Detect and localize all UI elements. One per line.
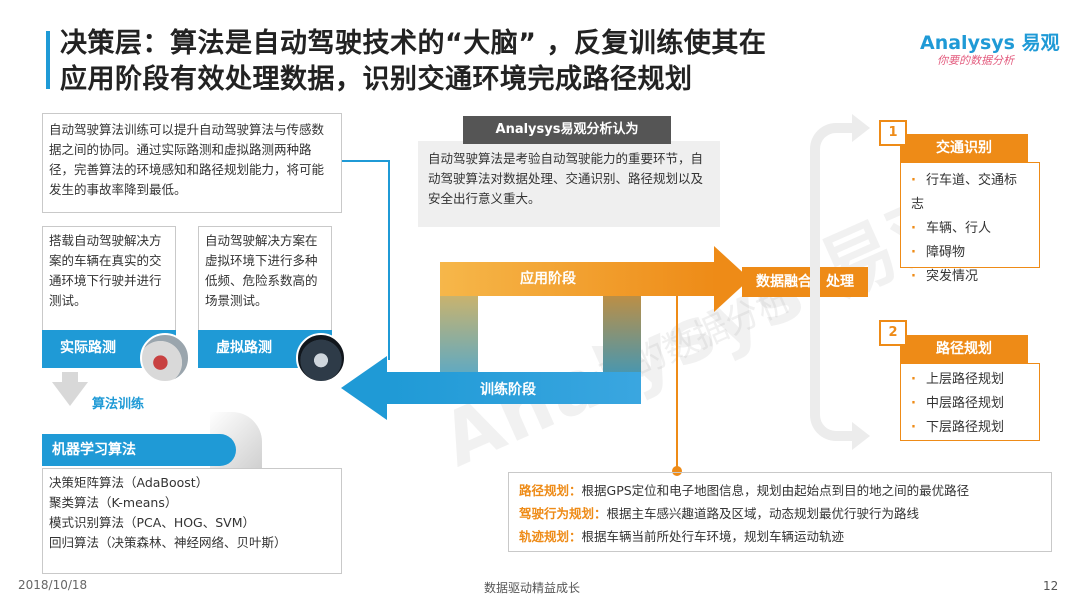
analysis-box: 自动驾驶算法是考验自动驾驶能力的重要环节，自动驾驶算法对数据处理、交通识别、路径… [418,141,720,227]
note-key: 轨迹规划： [519,529,582,544]
logo-cn: 易观 [1022,32,1060,54]
connector-line [676,296,678,472]
title-accent-bar [46,31,50,89]
path-planning-heading: 路径规划 [900,335,1028,363]
step-number: 1 [879,120,907,146]
page-number: 12 [1043,579,1058,593]
path-planning-box: 上层路径规划 中层路径规划 下层路径规划 [900,363,1040,441]
list-item: 突发情况 [911,265,1029,289]
traffic-recognition-box: 行车道、交通标志 车辆、行人 障碍物 突发情况 [900,162,1040,268]
note-text: 根据主车感兴趣道路及区域，动态规划最优行驶行为路线 [607,506,920,521]
training-stage-label: 训练阶段 [480,379,536,399]
list-item: 车辆、行人 [911,217,1029,241]
bracket-arrow-head [852,422,870,450]
note-row: 驾驶行为规划：根据主车感兴趣道路及区域，动态规划最优行驶行为路线 [519,502,1041,525]
application-stage-band [440,262,715,296]
list-item: 下层路径规划 [911,416,1029,440]
list-item: 模式识别算法（PCA、HOG、SVM） [49,513,335,533]
down-arrow-icon [52,382,88,406]
note-row: 轨迹规划：根据车辆当前所处行车环境，规划车辆运动轨迹 [519,525,1041,548]
logo-tagline: 你要的数据分析 [937,52,1014,68]
traffic-recognition-heading: 交通识别 [900,134,1028,162]
list-item: 决策矩阵算法（AdaBoost） [49,473,335,493]
connector-line [388,160,390,360]
note-text: 根据车辆当前所处行车环境，规划车辆运动轨迹 [582,529,845,544]
list-item: 上层路径规划 [911,368,1029,392]
virtual-car-icon [296,333,346,383]
footer-slogan: 数据驱动精益成长 [484,579,580,596]
application-stage-label: 应用阶段 [520,268,576,288]
list-item: 障碍物 [911,241,1029,265]
note-row: 路径规划：根据GPS定位和电子地图信息，规划由起始点到目的地之间的最优路径 [519,479,1041,502]
list-item: 聚类算法（K-means） [49,493,335,513]
bracket-arrow [810,123,862,441]
arrow-left-icon [341,356,387,420]
step-number: 2 [879,320,907,346]
real-road-desc: 搭载自动驾驶解决方案的车辆在真实的交通环境下行驶并进行测试。 [42,226,176,331]
brand-logo: Analysys 易观 [920,28,1060,55]
footer-date: 2018/10/18 [18,578,87,592]
note-key: 路径规划： [519,483,582,498]
intro-box: 自动驾驶算法训练可以提升自动驾驶算法与传感数据之间的协同。通过实际路测和虚拟路测… [42,113,342,213]
loop-inner [478,296,603,346]
title-line-1: 决策层：算法是自动驾驶技术的“大脑” ，反复训练使其在 [60,26,920,62]
car-photo-icon [140,333,190,383]
page-title: 决策层：算法是自动驾驶技术的“大脑” ，反复训练使其在 应用阶段有效处理数据，识… [60,26,920,98]
logo-text: Analysys [920,32,1015,54]
ml-algorithms-list: 决策矩阵算法（AdaBoost） 聚类算法（K-means） 模式识别算法（PC… [42,468,342,574]
connector-line [342,160,390,162]
list-item: 中层路径规划 [911,392,1029,416]
ml-algorithms-heading: 机器学习算法 [42,434,236,466]
bracket-arrow-head [852,114,870,142]
algorithm-training-label: 算法训练 [92,393,144,412]
planning-notes-box: 路径规划：根据GPS定位和电子地图信息，规划由起始点到目的地之间的最优路径 驾驶… [508,472,1052,552]
analysis-tab: Analysys易观分析认为 [463,116,671,144]
note-text: 根据GPS定位和电子地图信息，规划由起始点到目的地之间的最优路径 [582,483,970,498]
list-item: 行车道、交通标志 [911,169,1029,217]
list-item: 回归算法（决策森林、神经网络、贝叶斯） [49,533,335,553]
virtual-road-desc: 自动驾驶解决方案在虚拟环境下进行多种低频、危险系数高的场景测试。 [198,226,332,331]
title-line-2: 应用阶段有效处理数据，识别交通环境完成路径规划 [60,62,920,98]
note-key: 驾驶行为规划： [519,506,607,521]
